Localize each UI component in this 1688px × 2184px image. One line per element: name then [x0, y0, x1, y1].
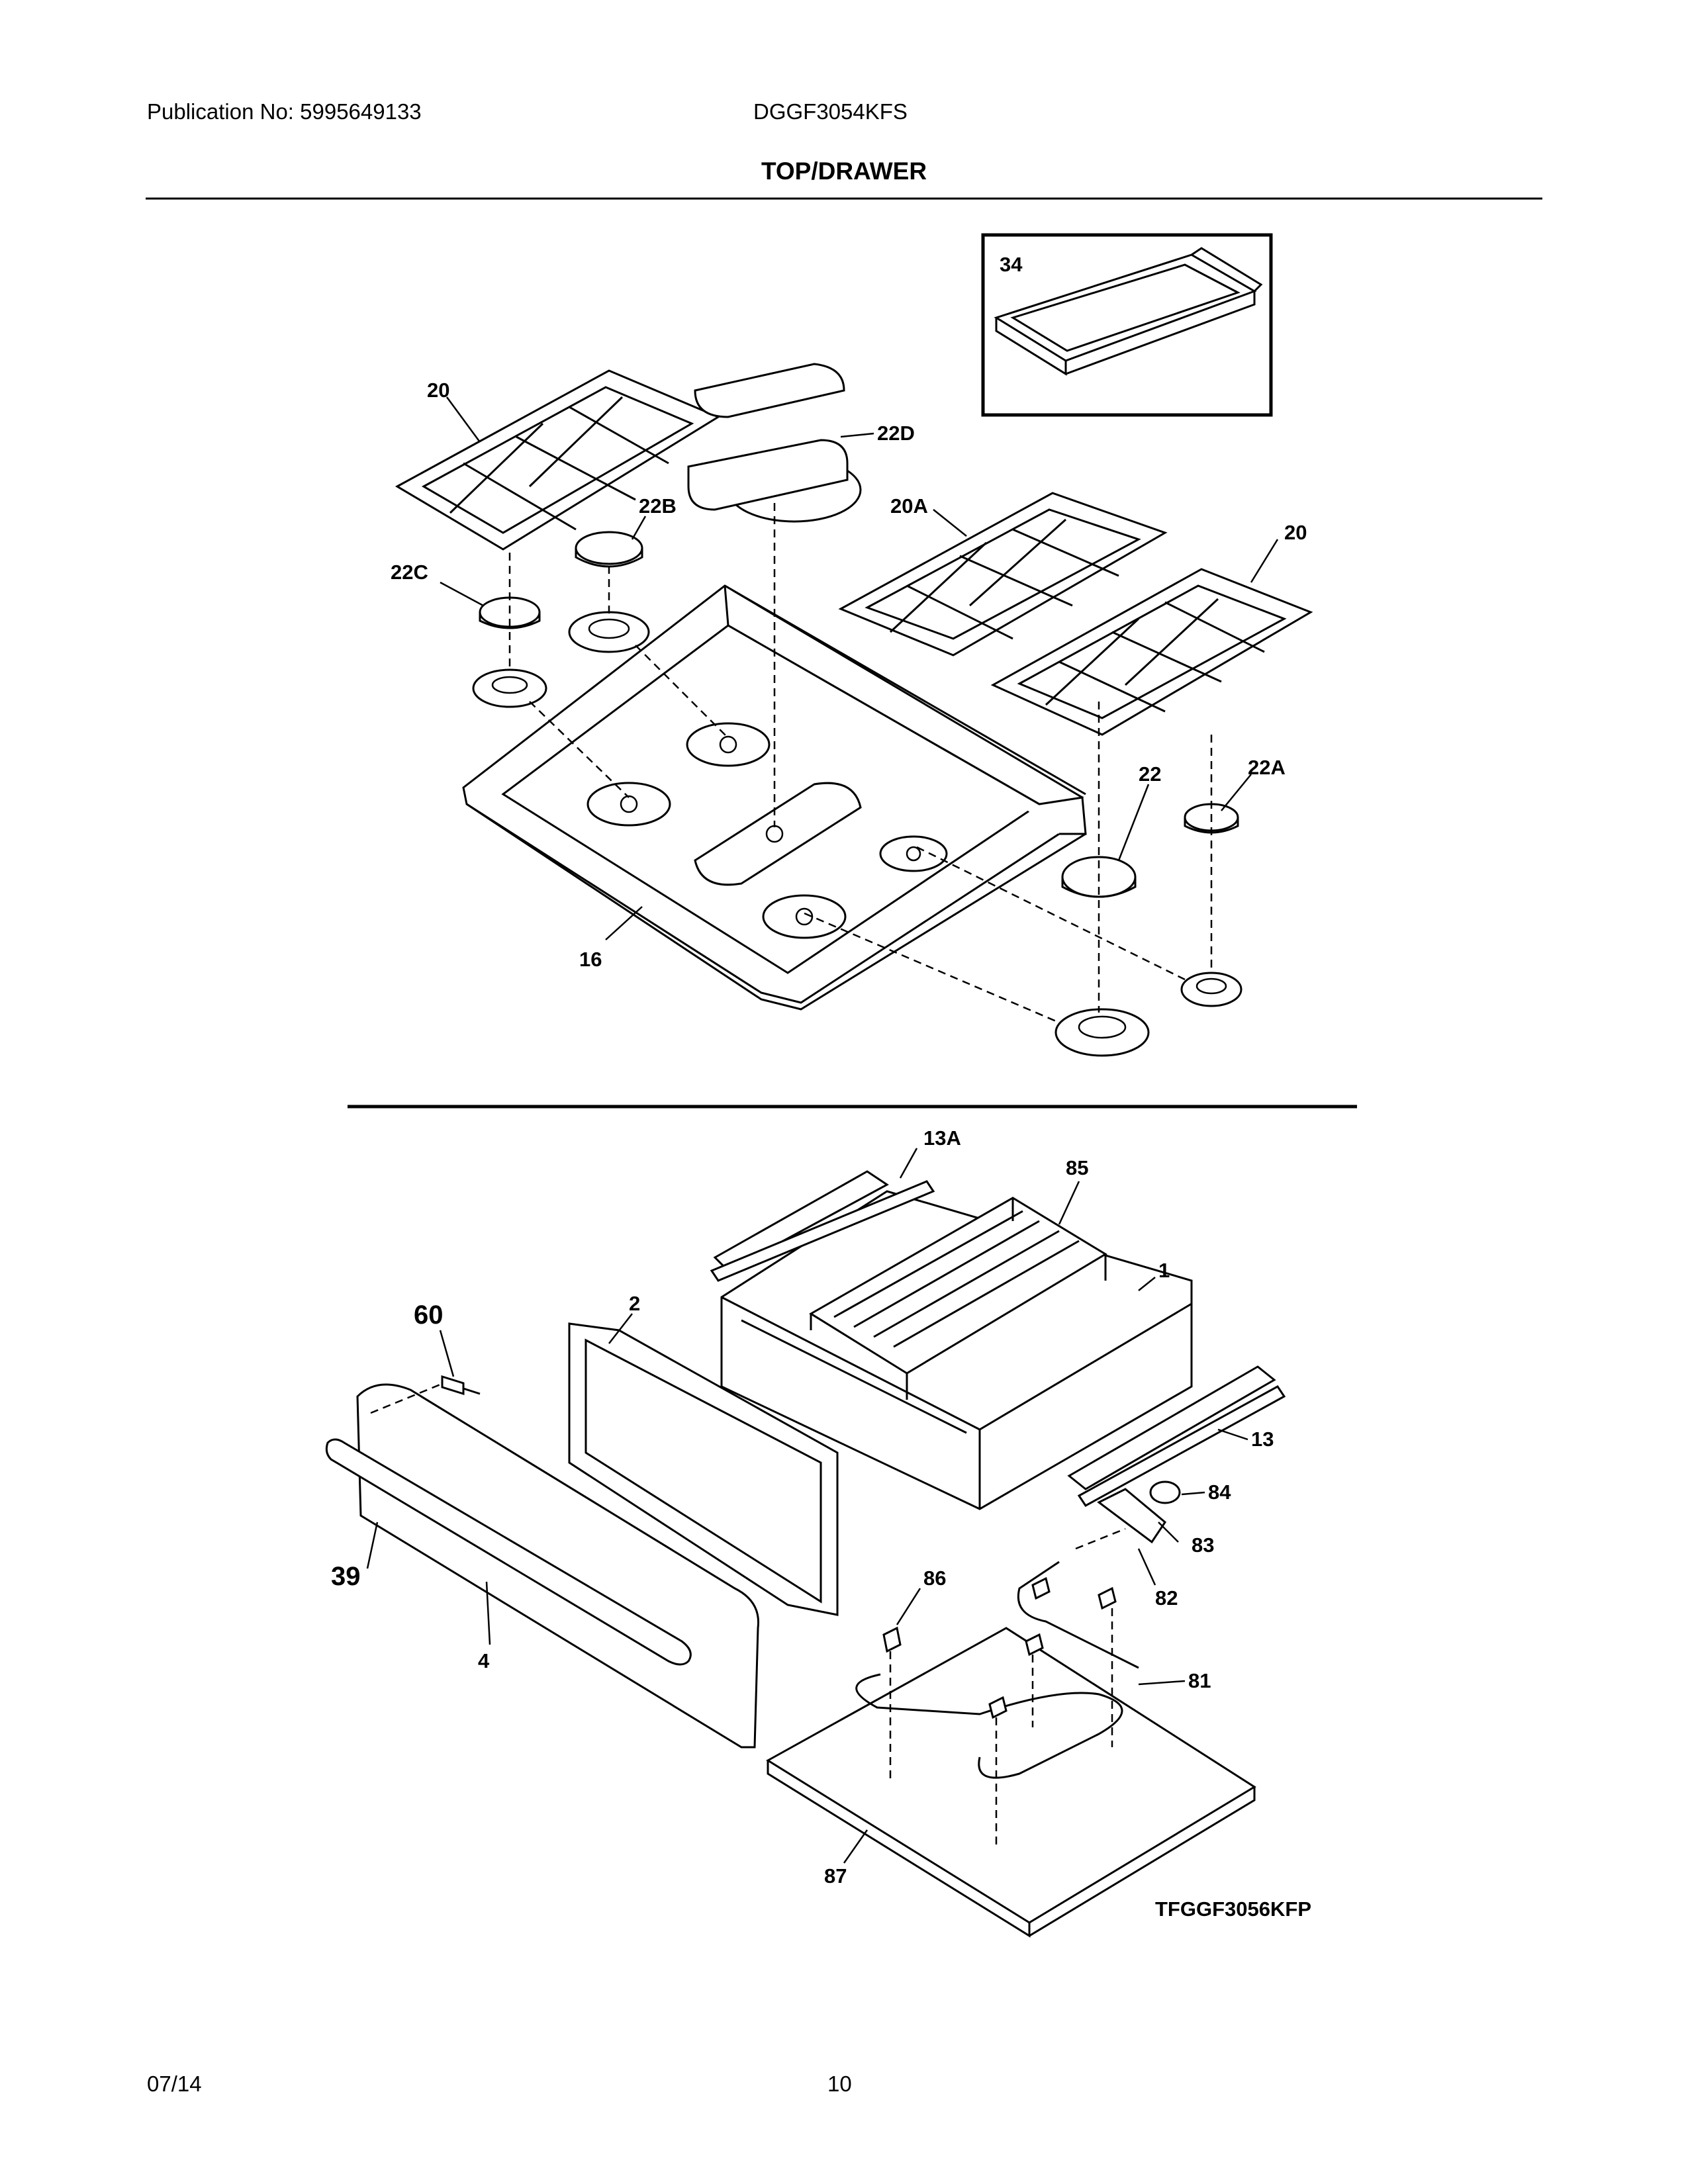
top-guide-lines [508, 503, 1213, 1024]
section-title: TOP/DRAWER [761, 158, 927, 185]
drawing-code: TFGGF3056KFP [1155, 1897, 1311, 1921]
callout-84: 84 [1208, 1480, 1231, 1504]
griddle-inset [981, 233, 1273, 417]
callout-16: 16 [579, 948, 602, 971]
callout-22d: 22D [877, 422, 915, 445]
callout-1: 1 [1158, 1259, 1170, 1282]
callout-86: 86 [923, 1567, 946, 1590]
callout-81: 81 [1188, 1669, 1211, 1692]
callout-13a: 13A [923, 1126, 961, 1150]
callout-4: 4 [478, 1649, 490, 1672]
page-number: 10 [827, 2071, 852, 2096]
publication-number: Publication No: 5995649133 [147, 99, 422, 124]
leader-lines [366, 396, 1279, 1864]
clips [882, 1576, 1117, 1719]
cooktop-main-top [462, 584, 1087, 1011]
burner-heads [472, 611, 1243, 1057]
model-number: DGGF3054KFS [753, 99, 908, 124]
callout-82: 82 [1155, 1586, 1178, 1610]
callout-22c: 22C [391, 561, 428, 584]
callout-22: 22 [1139, 762, 1161, 786]
callout-85: 85 [1066, 1156, 1088, 1179]
callout-34: 34 [1000, 253, 1023, 276]
drawer-rack [809, 1197, 1107, 1400]
callout-13: 13 [1251, 1428, 1274, 1451]
drawer-front [325, 1383, 760, 1749]
callout-20-left: 20 [427, 379, 449, 402]
callout-2: 2 [629, 1292, 640, 1315]
callout-87: 87 [824, 1864, 847, 1888]
drawer-guide-lines [370, 1382, 1126, 1846]
heating-element [855, 1480, 1181, 1779]
grate-center [838, 492, 1168, 657]
callout-20a: 20A [890, 494, 928, 518]
callout-22a: 22A [1248, 756, 1286, 779]
callout-22b: 22B [639, 494, 677, 518]
callout-60: 60 [414, 1300, 444, 1330]
footer-date: 07/14 [147, 2071, 202, 2096]
callout-labels: 34 20 22D 22B 20A 20 22C 22 22A 16 13A 8… [331, 253, 1311, 1921]
drawer-slides [710, 1180, 1286, 1507]
callout-20-right: 20 [1284, 521, 1307, 544]
grate-right [990, 568, 1313, 736]
screw [441, 1375, 481, 1396]
callout-83: 83 [1192, 1533, 1214, 1557]
bottom-pan [766, 1627, 1256, 1938]
callout-39: 39 [331, 1562, 361, 1591]
